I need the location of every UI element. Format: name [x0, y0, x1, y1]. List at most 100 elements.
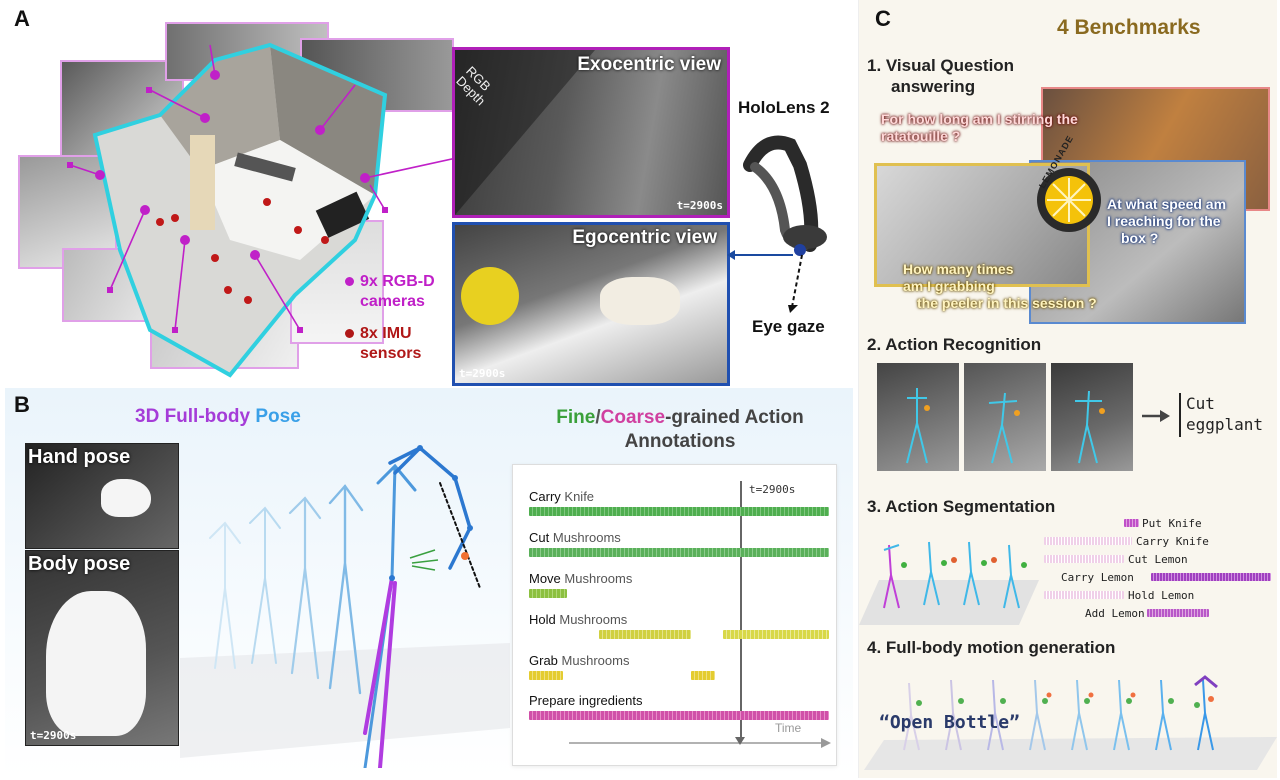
ar-skeleton-overlays	[906, 388, 1105, 464]
vqa-title: 1. Visual Question answering	[867, 55, 1014, 97]
ar-title: 2. Action Recognition	[867, 335, 1042, 354]
body-mesh	[46, 591, 146, 736]
legend-imu-line2: sensors	[360, 345, 422, 362]
seg-label-1: Carry Knife	[1136, 535, 1209, 548]
q1-line2: ratatouille ?	[881, 128, 961, 144]
action-bar-3b	[723, 630, 829, 639]
seg-title: 3. Action Segmentation	[867, 497, 1056, 516]
action-row-0: Carry Knife	[529, 489, 594, 504]
motion-skeletons	[864, 675, 1277, 770]
body-time: t=2900s	[30, 729, 77, 742]
q2-line2: I reaching for the	[1107, 213, 1221, 229]
action-bar-0	[529, 507, 829, 516]
action-verb: Move	[529, 571, 561, 586]
legend-imu: 8x IMU sensors	[345, 324, 421, 364]
action-row-5: Prepare ingredients	[529, 693, 642, 708]
action-noun: Mushrooms	[559, 612, 628, 627]
ar-output-bar	[1179, 393, 1181, 437]
seg-bar-3	[1151, 573, 1271, 581]
action-title-fine: Fine	[556, 407, 596, 428]
action-verb: Grab	[529, 653, 558, 668]
hand-pose-image: Hand pose	[25, 443, 179, 549]
q1-line1: For how long am I stirring the	[881, 111, 1078, 127]
pose-title: 3D Full-body Pose	[135, 406, 301, 428]
seg-bar-0	[1124, 519, 1139, 527]
motion-prompt: “Open Bottle”	[879, 712, 1020, 733]
legend-imu-line1: 8x IMU	[360, 325, 412, 342]
q3-line2: am I grabbing	[903, 278, 995, 294]
seg-bar-2	[1044, 555, 1124, 563]
action-title-sep: /	[595, 407, 601, 428]
legend-cameras-line2: cameras	[360, 293, 425, 310]
seg-bar-4	[1044, 591, 1124, 599]
hand-pose-label: Hand pose	[28, 446, 131, 468]
pose-title-part2: Pose	[255, 406, 301, 427]
action-bar-3a	[599, 630, 691, 639]
action-verb: Hold	[529, 612, 556, 627]
action-title-line2: Annotations	[624, 431, 736, 452]
action-row-2: Move Mushrooms	[529, 571, 632, 586]
action-bar-2	[529, 589, 567, 598]
ar-frame-2	[964, 363, 1046, 471]
seg-bar-5	[1147, 609, 1209, 617]
time-axis-label: Time	[775, 721, 802, 735]
action-verb: Cut	[529, 530, 550, 545]
action-verb: Carry	[529, 489, 561, 504]
kitchen-reconstruction	[67, 42, 460, 378]
exocentric-time: t=2900s	[676, 199, 723, 212]
action-noun: Mushrooms	[564, 571, 633, 586]
egocentric-view-image: Egocentric view t=2900s	[452, 222, 730, 386]
action-row-3: Hold Mushrooms	[529, 612, 627, 627]
action-noun: Mushrooms	[552, 530, 621, 545]
seg-label-3: Carry Lemon	[1061, 571, 1134, 584]
seg-label-4: Hold Lemon	[1128, 589, 1195, 602]
ego-arrow	[727, 250, 793, 260]
body-pose-image: Body pose t=2900s	[25, 550, 179, 746]
panel-b: B 3D Full-body Pose Hand pose Body pose …	[5, 388, 853, 778]
legend-camera-dot	[345, 277, 354, 286]
legend-cameras: 9x RGB-D cameras	[345, 272, 435, 312]
vqa-title-line2: answering	[891, 77, 976, 96]
q2-line1: At what speed am	[1107, 196, 1227, 212]
mushrooms	[600, 277, 680, 325]
legend-imu-dot	[345, 329, 354, 338]
hololens-label: HoloLens 2	[738, 98, 830, 117]
ar-arrow	[1142, 410, 1170, 422]
panel-c-letter: C	[875, 6, 891, 31]
exocentric-view-title: Exocentric view	[577, 54, 721, 75]
ar-frame-3	[1051, 363, 1133, 471]
action-noun: Mushrooms	[561, 653, 630, 668]
action-timeline: t=2900s Carry Knife Cut Mushrooms Move M…	[512, 464, 837, 766]
action-bar-5	[529, 711, 829, 720]
eye-gaze-label: Eye gaze	[752, 317, 825, 336]
seg-label-5: Add Lemon	[1085, 607, 1145, 620]
seg-skeletons	[859, 541, 1039, 625]
action-bar-4b	[691, 671, 715, 680]
action-noun: Knife	[564, 489, 595, 504]
ar-output-line1: Cut	[1186, 394, 1215, 413]
egocentric-time: t=2900s	[459, 367, 506, 380]
timeline-cursor	[740, 481, 742, 737]
ar-output-line2: eggplant	[1186, 415, 1264, 434]
action-row-4: Grab Mushrooms	[529, 653, 629, 668]
action-title-rest: -grained Action	[665, 407, 804, 428]
legend-cameras-line1: 9x RGB-D	[360, 273, 435, 290]
seg-bar-1	[1044, 537, 1132, 545]
pose-title-part1: 3D Full-body	[135, 406, 251, 427]
action-title: Fine/Coarse-grained Action Annotations	[535, 406, 825, 454]
q2-line3: box ?	[1121, 230, 1159, 246]
action-row-1: Cut Mushrooms	[529, 530, 621, 545]
body-pose-label: Body pose	[28, 553, 131, 575]
action-verb: Prepare ingredients	[529, 693, 643, 708]
hand-mesh	[101, 479, 151, 517]
vqa-title-line1: 1. Visual Question	[867, 56, 1015, 75]
q3-line3: the peeler in this session ?	[917, 295, 1097, 311]
question-reaching: At what speed am I reaching for the box …	[1107, 196, 1226, 247]
benchmarks-title: 4 Benchmarks	[1057, 16, 1201, 39]
lemonade-logo-icon	[1037, 168, 1101, 232]
q3-line1: How many times	[903, 261, 1014, 277]
ar-output: Cut eggplant	[1186, 393, 1263, 435]
action-title-coarse: Coarse	[600, 407, 666, 428]
time-axis-arrow	[569, 737, 831, 748]
